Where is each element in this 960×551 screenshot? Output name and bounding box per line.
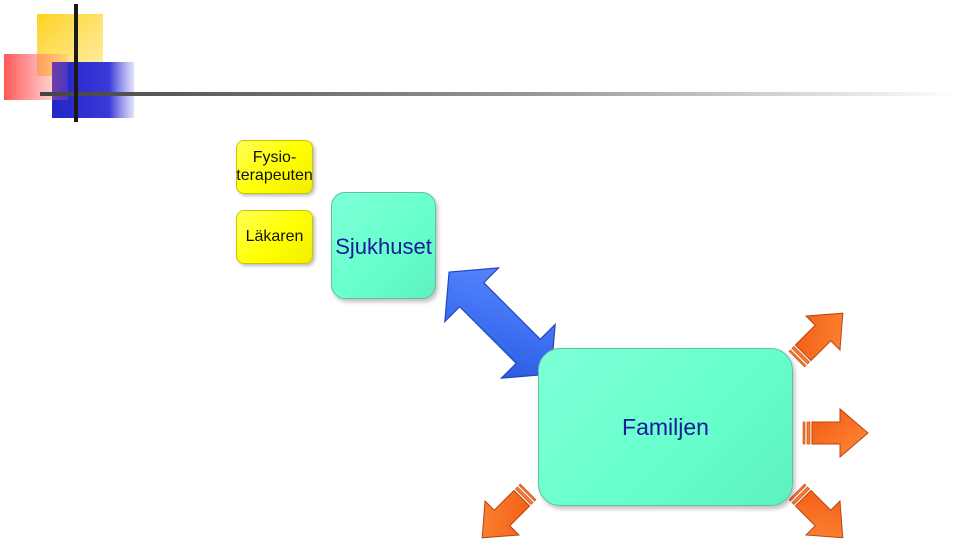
- orange-arrow-bottom-left: [481, 483, 537, 539]
- node-lakaren-label: Läkaren: [245, 227, 304, 245]
- slide-header-decoration: [4, 4, 960, 122]
- node-sjukhuset-label: Sjukhuset: [335, 233, 432, 259]
- node-familjen-label: Familjen: [622, 413, 709, 440]
- node-familjen: Familjen: [538, 348, 793, 506]
- orange-arrow-right: [802, 407, 869, 459]
- deco-vertical-line: [74, 4, 78, 122]
- node-sjukhuset: Sjukhuset: [331, 192, 436, 299]
- node-fysioterapeuten-line2: terapeuten: [236, 167, 313, 184]
- node-fysioterapeuten-line1: Fysio-: [252, 148, 297, 166]
- deco-horizontal-line: [40, 92, 960, 96]
- node-lakaren: Läkaren: [236, 210, 313, 264]
- node-fysioterapeuten: Fysio- terapeuten: [236, 140, 313, 194]
